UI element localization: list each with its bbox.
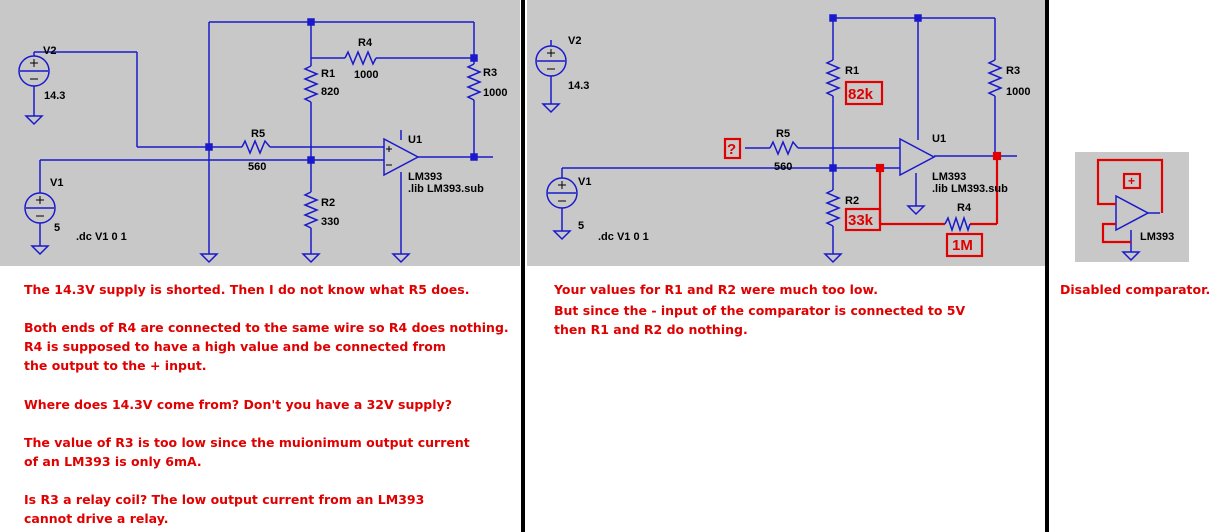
left-schematic <box>18 18 493 263</box>
right-note: Disabled comparator. <box>1060 282 1211 297</box>
left-r4-label: R4 <box>358 37 373 49</box>
divider-left <box>521 0 525 532</box>
left-dc-directive: .dc V1 0 1 <box>76 231 127 243</box>
left-r5-label: R5 <box>251 128 265 140</box>
left-v1-value: 5 <box>54 222 60 234</box>
right-red-edits <box>1096 158 1164 244</box>
left-r1-label: R1 <box>321 68 335 80</box>
right-labels: + LM393 <box>1128 174 1174 243</box>
middle-r1-label: R1 <box>845 65 859 77</box>
middle-labels: V2 14.3 V1 5 .dc V1 0 1 R1 82k R2 33k R3… <box>568 35 1030 254</box>
left-lib-directive: .lib LM393.sub <box>408 183 484 195</box>
middle-schematic <box>535 14 1017 263</box>
middle-r2-label: R2 <box>845 195 859 207</box>
left-note-1: The 14.3V supply is shorted. Then I do n… <box>24 282 470 297</box>
middle-r5-label: R5 <box>776 128 790 140</box>
middle-r2-new-value: 33k <box>848 212 874 229</box>
middle-schematic-panel <box>527 0 1045 266</box>
middle-r3-value: 1000 <box>1006 86 1030 98</box>
middle-r4-new-value: 1M <box>952 237 973 254</box>
left-v2-label: V2 <box>43 45 56 57</box>
middle-lm393-label: LM393 <box>932 171 966 183</box>
middle-v1-label: V1 <box>578 176 591 188</box>
middle-note-3: then R1 and R2 do nothing. <box>554 322 748 337</box>
left-r4-value: 1000 <box>354 69 378 81</box>
middle-v1-value: 5 <box>578 220 584 232</box>
left-note-7: of an LM393 is only 6mA. <box>24 454 202 469</box>
middle-dc-directive: .dc V1 0 1 <box>598 231 649 243</box>
left-r2-label: R2 <box>321 197 335 209</box>
right-schematic-panel <box>1075 152 1189 262</box>
left-labels: V2 14.3 V1 5 .dc V1 0 1 R4 1000 R1 820 R… <box>43 37 507 243</box>
left-source-signs <box>30 59 392 217</box>
middle-v2-value: 14.3 <box>568 80 589 92</box>
right-lm393-label: LM393 <box>1140 231 1174 243</box>
middle-r5-value: 560 <box>774 161 792 173</box>
left-note-2: Both ends of R4 are connected to the sam… <box>24 320 509 335</box>
left-v2-value: 14.3 <box>44 90 65 102</box>
right-plus-sign: + <box>1128 174 1135 188</box>
middle-r1-new-value: 82k <box>848 86 874 103</box>
left-lm393-label: LM393 <box>408 171 442 183</box>
left-note-8: Is R3 a relay coil? The low output curre… <box>24 492 425 507</box>
left-note-6: The value of R3 is too low since the mui… <box>24 435 470 450</box>
middle-v2-label: V2 <box>568 35 581 47</box>
left-r3-value: 1000 <box>483 87 507 99</box>
divider-right <box>1045 0 1049 532</box>
left-note-5: Where does 14.3V come from? Don't you ha… <box>24 397 452 412</box>
middle-u1-label: U1 <box>932 133 946 145</box>
middle-note-1: Your values for R1 and R2 were much too … <box>554 282 878 297</box>
left-r2-value: 330 <box>321 216 339 228</box>
middle-question-mark: ? <box>727 141 736 158</box>
middle-source-signs <box>547 49 566 202</box>
middle-lib-directive: .lib LM393.sub <box>932 183 1008 195</box>
left-r1-value: 820 <box>321 86 339 98</box>
left-r3-label: R3 <box>483 67 497 79</box>
left-note-9: cannot drive a relay. <box>24 511 169 526</box>
left-schematic-panel <box>0 0 520 266</box>
left-r5-value: 560 <box>248 161 266 173</box>
left-note-3: R4 is supposed to have a high value and … <box>24 339 446 354</box>
middle-red-edits <box>723 80 1002 258</box>
left-note-4: the output to the + input. <box>24 358 207 373</box>
left-v1-label: V1 <box>50 177 63 189</box>
right-schematic <box>1115 194 1160 261</box>
middle-r4-label: R4 <box>957 202 972 214</box>
left-u1-label: U1 <box>408 134 422 146</box>
middle-note-2: But since the - input of the comparator … <box>554 303 966 318</box>
schematic-canvas: V2 14.3 V1 5 .dc V1 0 1 R4 1000 R1 820 R… <box>18 14 1174 263</box>
middle-r3-label: R3 <box>1006 65 1020 77</box>
